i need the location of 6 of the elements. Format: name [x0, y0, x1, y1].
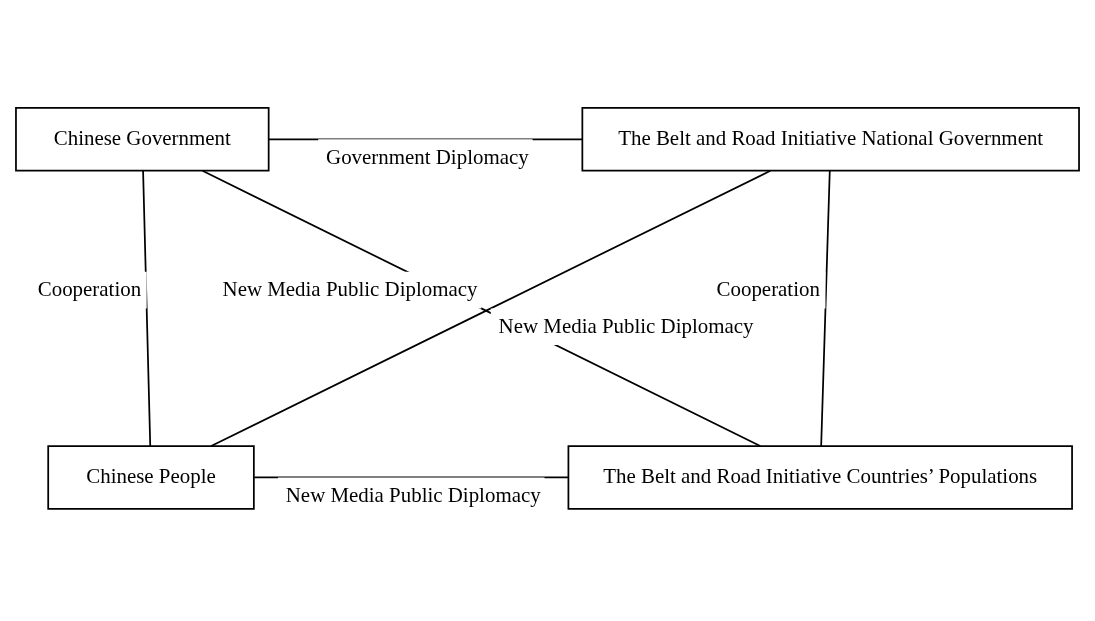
- edge-label: New Media Public Diplomacy: [285, 482, 541, 507]
- edge-label: New Media Public Diplomacy: [222, 276, 478, 301]
- edge-label: Cooperation: [716, 276, 820, 301]
- edge-label: New Media Public Diplomacy: [498, 313, 754, 338]
- edge-label: Government Diplomacy: [326, 144, 529, 169]
- edge-label: Cooperation: [37, 276, 142, 301]
